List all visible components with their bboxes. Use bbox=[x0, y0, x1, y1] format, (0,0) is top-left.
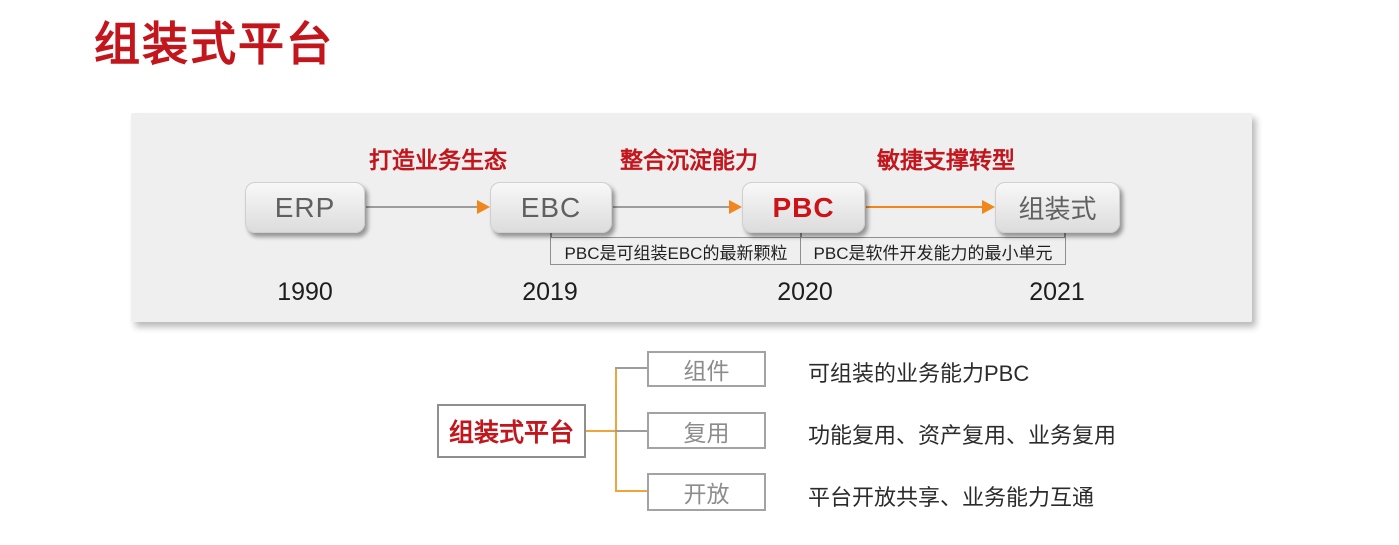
phase-label-ecosystem: 打造业务生态 bbox=[369, 147, 507, 173]
callout-pbc-definition-1: PBC是可组装EBC的最新颗粒 bbox=[550, 237, 801, 265]
year-label-composable: 2021 bbox=[1029, 278, 1085, 306]
tree-connector-open bbox=[615, 490, 648, 492]
tree-branch-open: 开放 bbox=[647, 473, 766, 511]
phase-label-agile: 敏捷支撑转型 bbox=[877, 147, 1015, 173]
arrowhead-icon bbox=[477, 200, 490, 214]
arrowhead-icon bbox=[982, 200, 995, 214]
timeline-node-ebc: EBC bbox=[490, 182, 612, 233]
node-label-erp: ERP bbox=[274, 191, 336, 223]
arrow-ebc-to-pbc bbox=[613, 200, 742, 214]
arrowhead-icon bbox=[729, 200, 742, 214]
arrow-shaft bbox=[613, 206, 731, 208]
year-label-ebc: 2019 bbox=[522, 278, 578, 306]
node-label-ebc: EBC bbox=[520, 191, 582, 223]
tree-branch-components: 组件 bbox=[647, 351, 766, 387]
tree-connector-reuse bbox=[615, 430, 648, 432]
timeline-node-erp: ERP bbox=[245, 182, 365, 233]
arrow-erp-to-ebc bbox=[366, 200, 490, 214]
page-title: 组装式平台 bbox=[94, 18, 334, 70]
tree-connector-trunk bbox=[615, 367, 617, 492]
year-label-erp: 1990 bbox=[277, 278, 333, 306]
arrow-shaft bbox=[866, 206, 984, 208]
tree-connector-components bbox=[615, 367, 648, 369]
callout-pbc-definition-2: PBC是软件开发能力的最小单元 bbox=[800, 237, 1066, 265]
arrow-pbc-to-composable bbox=[866, 200, 995, 214]
timeline-node-composable: 组装式 bbox=[995, 182, 1120, 233]
timeline-panel: 打造业务生态 整合沉淀能力 敏捷支撑转型 ERP EBC PBC 组装式 bbox=[131, 113, 1252, 322]
tree-branch-description-reuse: 功能复用、资产复用、业务复用 bbox=[808, 423, 1117, 448]
tree-branch-description-open: 平台开放共享、业务能力互通 bbox=[808, 485, 1095, 510]
tree-branch-description-components: 可组装的业务能力PBC bbox=[808, 361, 1030, 386]
tree-branch-reuse: 复用 bbox=[647, 412, 766, 449]
tree-root-box: 组装式平台 bbox=[437, 404, 586, 458]
node-label-composable: 组装式 bbox=[1018, 194, 1097, 224]
node-label-pbc: PBC bbox=[772, 191, 835, 223]
year-label-pbc: 2020 bbox=[777, 278, 833, 306]
phase-label-consolidate: 整合沉淀能力 bbox=[620, 147, 758, 173]
timeline-node-pbc: PBC bbox=[742, 182, 865, 233]
arrow-shaft bbox=[366, 206, 479, 208]
tree-connector-root bbox=[586, 430, 616, 432]
